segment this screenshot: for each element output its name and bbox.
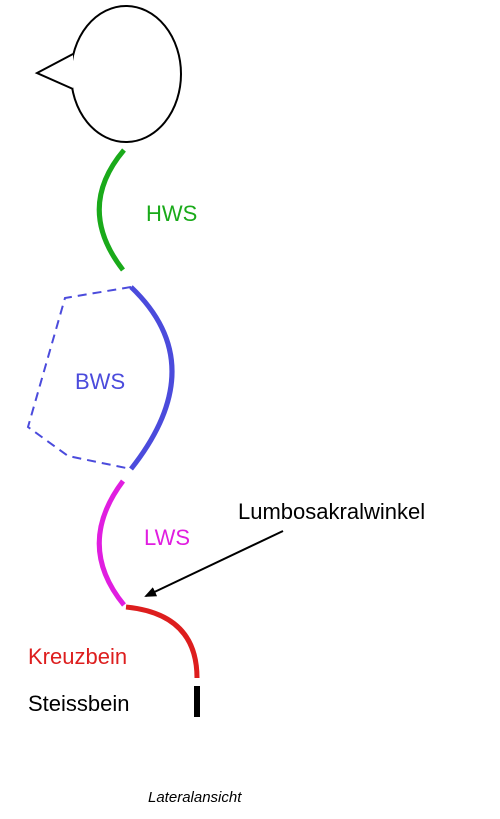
- caption: Lateralansicht: [148, 789, 242, 806]
- bws-label: BWS: [75, 369, 125, 394]
- lws-curve: [96, 479, 126, 607]
- bws-dashed-outline: [26, 286, 132, 470]
- kreuzbein-curve: [125, 604, 200, 679]
- steissbein-label: Steissbein: [28, 691, 130, 716]
- lumbosakral-label: Lumbosakralwinkel: [238, 499, 425, 524]
- bws-curve: [129, 285, 175, 471]
- head-circle: [70, 5, 182, 143]
- lumbosakral-arrow: [144, 530, 284, 597]
- nose: [34, 53, 74, 90]
- hws-curve: [96, 148, 126, 272]
- head: [34, 5, 182, 143]
- hws-label: HWS: [146, 201, 197, 226]
- kreuzbein-label: Kreuzbein: [28, 644, 127, 669]
- lws-label: LWS: [144, 525, 190, 550]
